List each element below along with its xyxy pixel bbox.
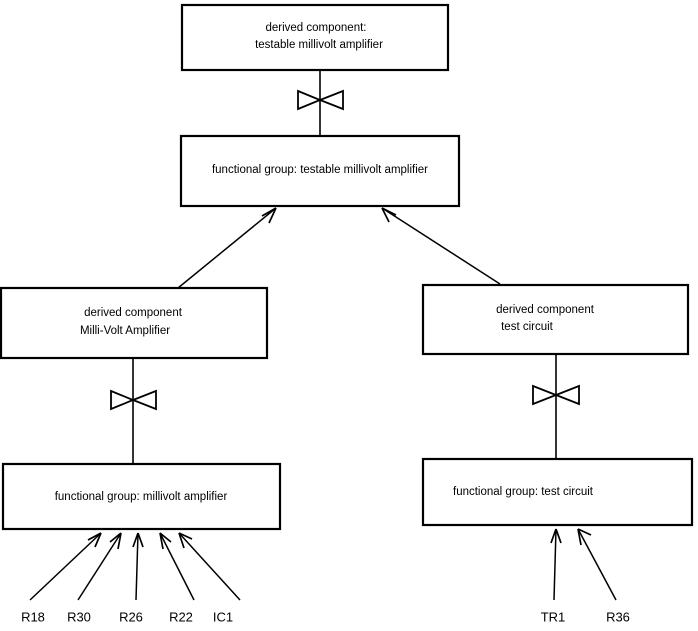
node-fg-mv-amp-line1: functional group: millivolt amplifier xyxy=(55,491,228,503)
edge-leaf-r26 xyxy=(135,532,139,601)
edge-leaf-tr1 xyxy=(553,528,557,601)
node-derived-testable-line2: testable millivolt amplifier xyxy=(255,39,383,51)
node-derived-milli-volt-amplifier[interactable]: derived component Milli-Volt Amplifier xyxy=(0,286,269,360)
leaf-label-r36: R36 xyxy=(606,609,630,624)
edge-leaf-r30 xyxy=(77,532,122,601)
node-derived-mv-amp-line1: derived component xyxy=(84,307,183,319)
arrowhead-icon xyxy=(159,532,172,550)
arrowhead-icon xyxy=(261,207,277,224)
arrowhead-icon xyxy=(381,207,397,223)
arrowhead-icon xyxy=(109,532,122,550)
node-fg-test-circuit[interactable]: functional group: test circuit xyxy=(421,457,694,527)
arrowhead-icon xyxy=(132,532,144,548)
node-fg-testable-line1: functional group: testable millivolt amp… xyxy=(212,164,428,176)
leaf-label-r18: R18 xyxy=(21,609,45,624)
leaf-label-r26: R26 xyxy=(119,609,143,624)
arrowhead-icon xyxy=(577,528,592,546)
node-derived-test-circuit-line2: test circuit xyxy=(501,321,554,333)
bowtie-connector-icon-top xyxy=(297,89,344,111)
bowtie-connector-icon-right xyxy=(532,384,580,406)
node-derived-test-circuit[interactable]: derived component test circuit xyxy=(421,283,690,356)
node-derived-mv-amp-line2: Milli-Volt Amplifier xyxy=(80,325,170,337)
node-fg-test-circuit-line1: functional group: test circuit xyxy=(453,486,594,498)
leaf-label-tr1: TR1 xyxy=(541,609,566,624)
edge-leaf-r36 xyxy=(577,528,617,601)
edge-mv-amp-to-fg-testable xyxy=(177,207,277,289)
edge-test-circuit-to-fg-testable xyxy=(381,207,501,285)
leaf-label-ic1: IC1 xyxy=(213,609,233,624)
arrowhead-icon xyxy=(87,532,102,548)
edge-leaf-r22 xyxy=(159,532,195,601)
node-derived-test-circuit-line1: derived component xyxy=(496,304,595,316)
node-fg-testable-millivolt-amplifier[interactable]: functional group: testable millivolt amp… xyxy=(179,134,461,208)
leaf-label-r30: R30 xyxy=(67,609,91,624)
edge-leaf-r18 xyxy=(29,532,102,601)
node-derived-testable-millivolt-amplifier[interactable]: derived component: testable millivolt am… xyxy=(180,3,450,72)
arrowhead-icon xyxy=(550,528,562,544)
leaf-label-r22: R22 xyxy=(169,609,193,624)
arrowhead-icon xyxy=(178,532,193,549)
edge-leaf-ic1 xyxy=(178,532,241,601)
bowtie-connector-icon-left xyxy=(110,389,157,411)
node-derived-testable-line1: derived component: xyxy=(265,22,366,34)
node-fg-millivolt-amplifier[interactable]: functional group: millivolt amplifier xyxy=(1,462,282,531)
